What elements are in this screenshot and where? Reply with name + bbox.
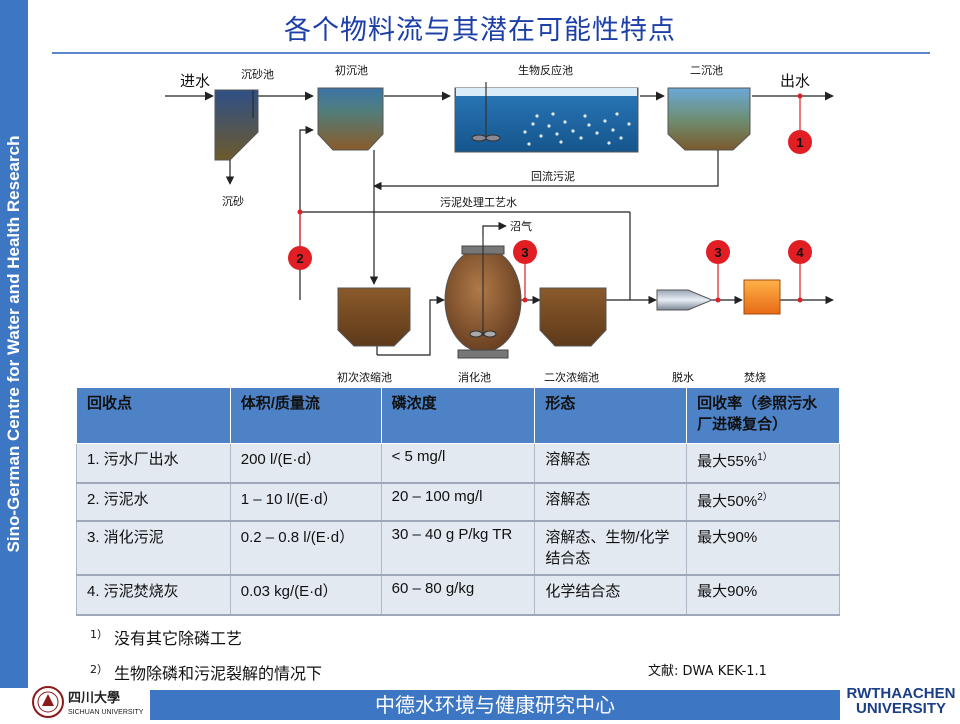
footnote-1-text: 没有其它除磷工艺	[114, 629, 243, 648]
recovery-table: 回收点 体积/质量流 磷浓度 形态 回收率（参照污水厂进磷复合） 1. 污水厂出…	[76, 387, 840, 616]
table-row: 4. 污泥焚烧灰 0.03 kg/(E·d） 60 – 80 g/kg 化学结合…	[76, 574, 840, 616]
rate-footnote-mark: 1）	[757, 452, 773, 463]
page-title: 各个物料流与其潜在可能性特点	[284, 15, 676, 46]
cell-rate: 最大90%	[686, 574, 840, 616]
cell-conc: 60 – 80 g/kg	[380, 574, 536, 616]
return-sludge-label: 回流污泥	[531, 169, 575, 183]
cell-conc: < 5 mg/l	[380, 443, 536, 484]
logo-cn-text: 四川大學	[68, 690, 120, 706]
table-row: 2. 污泥水 1 – 10 l/(E·d） 20 – 100 mg/l 溶解态 …	[76, 482, 840, 522]
marker-3a: 3	[513, 240, 537, 303]
cell-conc: 30 – 40 g P/kg TR	[380, 520, 536, 576]
marker-4: 4	[788, 240, 812, 303]
cell-flow: 0.03 kg/(E·d）	[229, 574, 382, 616]
header-flow: 体积/质量流	[229, 387, 382, 444]
table-header-row: 回收点 体积/质量流 磷浓度 形态 回收率（参照污水厂进磷复合）	[76, 387, 840, 444]
rate-value: 最大50%	[697, 493, 758, 510]
incineration-label: 焚烧	[744, 371, 766, 384]
cell-form: 溶解态、生物/化学结合态	[534, 520, 688, 576]
digester-label: 消化池	[458, 370, 491, 384]
marker-1-label: 1	[796, 135, 803, 150]
reference-citation: 文献: DWA KEK-1.1	[648, 664, 767, 679]
cell-rate: 最大50%2）	[686, 482, 840, 522]
marker-2-label: 2	[296, 251, 303, 266]
cell-point: 4. 污泥焚烧灰	[76, 574, 231, 616]
primary-clarifier	[317, 87, 384, 151]
cell-point: 3. 消化污泥	[76, 520, 231, 576]
marker-2: 2	[288, 209, 312, 270]
sidebar: Sino-German Centre for Water and Health …	[0, 0, 28, 688]
footnote-2-text: 生物除磷和污泥裂解的情况下	[114, 664, 323, 683]
outflow-label: 出水	[780, 72, 810, 90]
marker-1: 1	[788, 93, 812, 154]
sludge-process-water-label: 污泥处理工艺水	[440, 196, 517, 209]
rate-footnote-mark: 2）	[757, 492, 773, 503]
footnote-2-mark: 2）	[90, 662, 108, 676]
marker-3b: 3	[706, 240, 730, 303]
rwth-logo-line1: RWTHAACHEN	[846, 685, 956, 702]
cell-point: 1. 污水厂出水	[76, 443, 231, 484]
incinerator	[743, 279, 781, 315]
secondary-thickener-label: 二次浓缩池	[544, 370, 599, 384]
footnote-2: 2） 生物除磷和污泥裂解的情况下	[90, 660, 322, 684]
header-recovery-point: 回收点	[76, 387, 231, 444]
dewatering-unit	[656, 289, 714, 311]
cell-rate: 最大55%1）	[686, 443, 840, 484]
grit-chamber-label: 沉砂池	[241, 68, 274, 81]
inflow-label: 进水	[180, 72, 210, 90]
primary-thickener-label: 初次浓缩池	[337, 370, 392, 384]
cell-form: 化学结合态	[534, 574, 688, 616]
primary-thickener	[337, 287, 411, 347]
title-divider	[52, 52, 930, 54]
grit-chamber	[214, 89, 259, 161]
cell-form: 溶解态	[534, 443, 688, 484]
rate-value: 最大55%	[697, 453, 758, 470]
sichuan-university-logo: 四川大學 SICHUAN UNIVERSITY	[32, 684, 150, 720]
cell-point: 2. 污泥水	[76, 482, 231, 522]
secondary-clarifier-label: 二沉池	[690, 64, 723, 77]
secondary-thickener	[539, 287, 607, 347]
biogas-label: 沼气	[510, 219, 532, 233]
footnote-1-mark: 1）	[90, 627, 108, 641]
rwth-logo-line2: UNIVERSITY	[855, 700, 946, 717]
header-p-concentration: 磷浓度	[380, 387, 536, 444]
secondary-clarifier	[667, 87, 751, 151]
cell-flow: 1 – 10 l/(E·d）	[229, 482, 382, 522]
marker-3b-label: 3	[714, 245, 721, 260]
cell-flow: 200 l/(E·d）	[229, 443, 382, 484]
header-form: 形态	[534, 387, 688, 444]
cell-rate: 最大90%	[686, 520, 840, 576]
footer-bar: 中德水环境与健康研究中心	[150, 690, 840, 720]
table-row: 1. 污水厂出水 200 l/(E·d） < 5 mg/l 溶解态 最大55%1…	[76, 443, 840, 484]
logo-en-text: SICHUAN UNIVERSITY	[68, 709, 144, 716]
process-flow-diagram: 1 2 3 3 4 进水 出水 沉砂池 沉砂 初沉池 生物反应池 二沉池 回流污…	[165, 63, 834, 384]
marker-3a-label: 3	[521, 245, 528, 260]
marker-4-label: 4	[796, 245, 804, 260]
header-recovery-rate: 回收率（参照污水厂进磷复合）	[686, 387, 840, 444]
rate-value: 最大90%	[697, 529, 758, 546]
cell-form: 溶解态	[534, 482, 688, 522]
dewatering-label: 脱水	[672, 370, 694, 384]
table-row: 3. 消化污泥 0.2 – 0.8 l/(E·d） 30 – 40 g P/kg…	[76, 520, 840, 576]
grit-label: 沉砂	[222, 195, 244, 208]
cell-flow: 0.2 – 0.8 l/(E·d）	[229, 520, 382, 576]
bioreactor-label: 生物反应池	[518, 63, 573, 77]
rwth-aachen-logo: RWTHAACHEN UNIVERSITY	[842, 686, 960, 720]
footnote-1: 1） 没有其它除磷工艺	[90, 625, 242, 649]
cell-conc: 20 – 100 mg/l	[380, 482, 536, 522]
bioreactor	[454, 87, 639, 153]
primary-clarifier-label: 初沉池	[335, 63, 368, 77]
rate-value: 最大90%	[697, 583, 758, 600]
